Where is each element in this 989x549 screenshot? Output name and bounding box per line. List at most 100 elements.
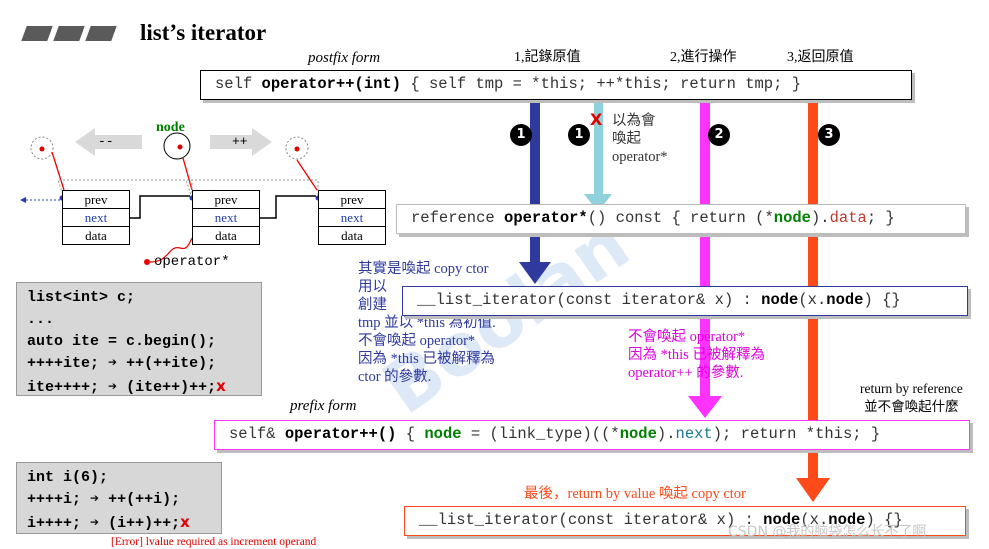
prefix-label: prefix form: [290, 398, 357, 414]
code-line: auto ite = c.begin();: [27, 333, 217, 350]
magenta-note: 不會喚起 operator* 因為 *this 已被解釋為 operator++…: [628, 328, 765, 382]
postfix-code-part: { self tmp = *this; ++*this; return tmp;…: [401, 75, 802, 93]
magenta-note-line: operator++ 的參數.: [628, 365, 744, 381]
node-prev-field: prev: [214, 192, 238, 207]
step-2-label: 2,進行操作: [670, 50, 737, 65]
node-next-field: next: [193, 208, 259, 226]
magenta-arrow-shaft: [700, 98, 710, 398]
postfix-label: postfix form: [308, 50, 381, 66]
code-line: list<int> c;: [27, 289, 136, 306]
prefix-code-part: {: [396, 425, 425, 443]
copy-ctor-2-code-part: (x.: [800, 511, 829, 529]
prefix-operator-name: operator++(): [284, 425, 397, 443]
code-line: ite++++; ➔ (ite++)++;x: [27, 375, 251, 399]
deref-code-part: () const { return (*: [587, 209, 774, 227]
deref-node: node: [773, 209, 811, 227]
list-node-right: prev next data: [318, 190, 386, 245]
operator-deref-label: operator*: [154, 254, 230, 270]
blue-note-line: 創建: [358, 297, 387, 313]
prefix-code-part: ).: [656, 425, 676, 443]
int-code-box: int i(6); ++++i; ➔ ++(++i); i++++; ➔ (i+…: [16, 462, 222, 534]
prefix-code-part: self&: [229, 425, 285, 443]
blue-arrow-head: [519, 262, 551, 284]
prefix-code-part: = (link_type)((*: [461, 425, 620, 443]
lightblue-arrow-head: [584, 194, 612, 212]
prefix-node: node: [424, 425, 462, 443]
misthink-note: 以為會 喚起 operator*: [612, 112, 668, 166]
copy-ctor-node: node: [761, 291, 799, 309]
code-part: ➔ ++(++i);: [90, 491, 181, 508]
copy-ctor-2-node: node: [828, 511, 866, 529]
prefix-code-part: ); return *this; }: [712, 425, 881, 443]
node-prev-field: prev: [340, 192, 364, 207]
step-1-label: 1,記錄原值: [514, 50, 581, 65]
code-line: i++++; ➔ (i++)++;x: [27, 511, 211, 535]
misthink-line: operator*: [612, 149, 668, 165]
page-title: list’s iterator: [140, 20, 267, 45]
blue-note-line: 因為 *this 已被解釋為: [358, 351, 495, 367]
deref-code-part: ; }: [866, 209, 895, 227]
node-circle: [163, 132, 191, 160]
code-part: ite++++;: [27, 379, 100, 396]
deref-code-part: reference: [411, 209, 505, 227]
code-part: ++++ite;: [27, 355, 100, 372]
prefix-next: next: [675, 425, 713, 443]
error-x-mark: x: [180, 513, 190, 531]
node-prev-field: prev: [84, 192, 108, 207]
misthink-line: 以為會: [612, 113, 656, 129]
step-circle-1-misthink: 1: [568, 124, 590, 146]
blue-note-line: 其實是喚起 copy ctor: [358, 261, 489, 277]
code-part: ➔ ++(++ite);: [108, 355, 217, 372]
code-part: ++++i;: [27, 491, 82, 508]
node-data-field: data: [193, 226, 259, 244]
error-message: [Error] lvalue required as increment ope…: [111, 536, 317, 548]
deref-code: reference operator*() const { return (*n…: [396, 204, 966, 234]
prefix-code: self& operator++() { node = (link_type)(…: [214, 420, 970, 450]
error-x-mark: x: [216, 377, 226, 395]
plus-arrow: [210, 128, 272, 156]
magenta-note-line: 因為 *this 已被解釋為: [628, 347, 765, 363]
postfix-operator-name: operator++(int): [261, 75, 402, 93]
list-node-middle: prev next data: [192, 190, 260, 245]
copy-ctor-node: node: [826, 291, 864, 309]
return-by-value-note: 最後，return by value 喚起 copy ctor: [524, 486, 746, 502]
code-line: ++++i; ➔ ++(++i);: [27, 489, 211, 511]
misthink-line: 喚起: [612, 131, 641, 147]
deref-operator-name: operator*: [504, 209, 588, 227]
csdn-watermark: CSDN @我的脑袋怎么长不了啊: [728, 524, 927, 540]
copy-ctor-code-2: __list_iterator(const iterator& x) : nod…: [404, 506, 966, 536]
magenta-arrow-head: [688, 396, 722, 418]
postfix-code: self operator++(int) { self tmp = *this;…: [200, 70, 912, 100]
node-data-field: data: [319, 226, 385, 244]
return-by-reference-note: return by reference 並不會喚起什麼: [860, 380, 963, 416]
return-ref-line: return by reference: [860, 381, 963, 396]
copy-ctor-code-part: ) {}: [863, 291, 901, 309]
node-label: node: [156, 120, 185, 135]
code-part: ➔ (i++)++;: [90, 515, 181, 532]
minus-arrow: [75, 128, 142, 156]
wrong-x-mark: X: [590, 110, 603, 129]
blue-arrow-shaft: [530, 98, 540, 266]
blue-note: 其實是喚起 copy ctor 用以 創建 tmp 並以 *this 為初值. …: [358, 260, 496, 386]
code-line: ...: [27, 311, 55, 328]
blue-note-line: 用以: [358, 279, 387, 295]
orange-arrow-head: [796, 478, 830, 502]
lightblue-arrow-shaft: [594, 98, 603, 196]
node-data-field: data: [63, 226, 129, 244]
copy-ctor-2-node: node: [763, 511, 801, 529]
prefix-node: node: [619, 425, 657, 443]
code-part: i++++;: [27, 515, 82, 532]
minus-label: --: [98, 134, 114, 149]
copy-ctor-2-code-part: __list_iterator(const iterator& x) :: [419, 511, 764, 529]
copy-ctor-code-part: __list_iterator(const iterator& x) :: [417, 291, 762, 309]
list-node-left: prev next data: [62, 190, 130, 245]
deref-data: data: [829, 209, 867, 227]
step-circle-2: 2: [708, 124, 730, 146]
node-next-field: next: [63, 208, 129, 226]
plus-label: ++: [232, 134, 248, 149]
code-part: ➔ (ite++)++;: [108, 379, 217, 396]
step-3-label: 3,返回原值: [787, 50, 854, 65]
code-line: ++++ite; ➔ ++(++ite);: [27, 353, 251, 375]
copy-ctor-code-part: (x.: [798, 291, 827, 309]
